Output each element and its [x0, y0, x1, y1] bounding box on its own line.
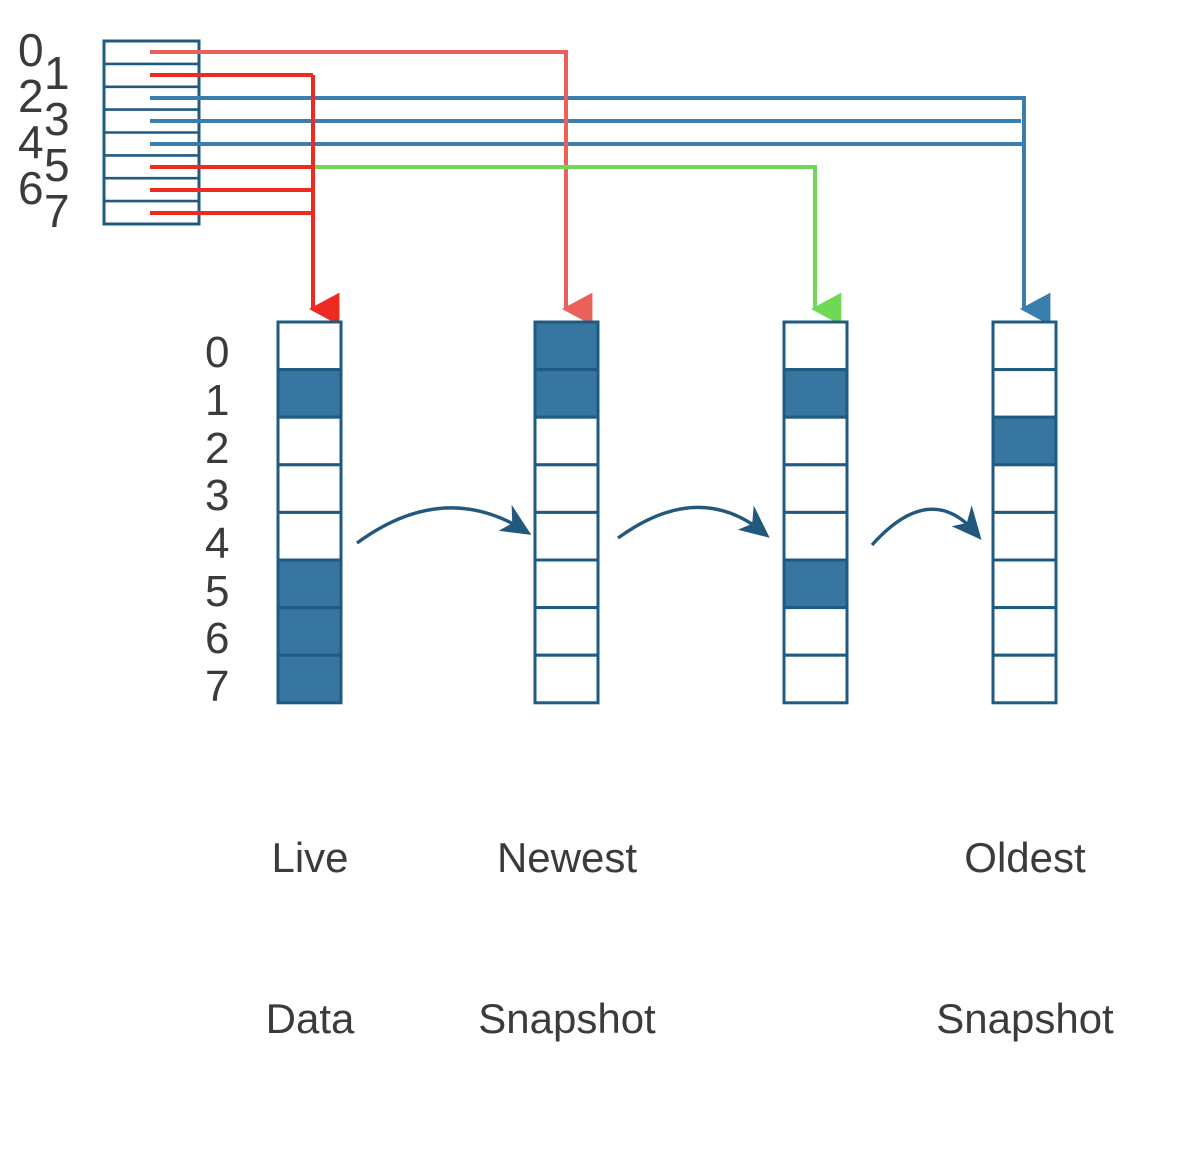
- column-row-label-1: 1: [205, 376, 230, 425]
- caption-oldest-snapshot: Oldest Snapshot: [895, 723, 1155, 1153]
- source-row-label-7: 7: [44, 185, 70, 237]
- link-red-live: [150, 73, 340, 326]
- source-row-label-4: 4: [18, 116, 44, 168]
- transfer-arrow-2: [617, 505, 770, 540]
- caption-live-data: Live Data: [200, 723, 420, 1153]
- source-block-table: [102, 39, 201, 226]
- caption-newest-snapshot-line1: Newest: [496, 833, 638, 881]
- transfer-arrow-1: [355, 504, 532, 545]
- diagram-canvas: 0 1 2 3 4 5 6 7 0 1 2 3 4 5 6 7 Live Dat…: [18, 24, 1114, 1042]
- caption-newest-snapshot-line2: Snapshot: [478, 994, 656, 1042]
- column-newest-snapshot: [533, 320, 600, 705]
- caption-oldest-snapshot-line1: Oldest: [964, 833, 1086, 881]
- column-live-data: [276, 320, 343, 705]
- column-oldest-snapshot: [991, 320, 1058, 705]
- source-row-label-0: 0: [18, 24, 44, 76]
- source-row-label-3: 3: [44, 93, 70, 145]
- column-third-snapshot: [782, 320, 849, 705]
- link-blue-oldest: [150, 96, 1051, 326]
- caption-live-data-line2: Data: [265, 994, 355, 1042]
- link-salmon-newest: [150, 50, 593, 326]
- column-row-label-7: 7: [205, 662, 230, 711]
- caption-live-data-line1: Live: [271, 833, 349, 881]
- column-row-label-4: 4: [205, 519, 230, 568]
- source-row-label-6: 6: [18, 162, 44, 214]
- column-row-label-6: 6: [205, 614, 230, 663]
- column-row-label-2: 2: [205, 424, 230, 473]
- source-row-label-2: 2: [18, 70, 44, 122]
- transfer-arrows: [355, 504, 982, 547]
- transfer-arrow-3: [870, 505, 982, 547]
- source-row-label-1: 1: [44, 47, 70, 99]
- link-green-third: [313, 165, 842, 326]
- column-row-label-5: 5: [205, 567, 230, 616]
- column-row-label-3: 3: [205, 471, 230, 520]
- source-row-label-5: 5: [44, 139, 70, 191]
- caption-newest-snapshot: Newest Snapshot: [437, 723, 697, 1153]
- column-row-label-0: 0: [205, 328, 230, 377]
- caption-oldest-snapshot-line2: Snapshot: [936, 994, 1114, 1042]
- diagram-svg: [102, 39, 1058, 705]
